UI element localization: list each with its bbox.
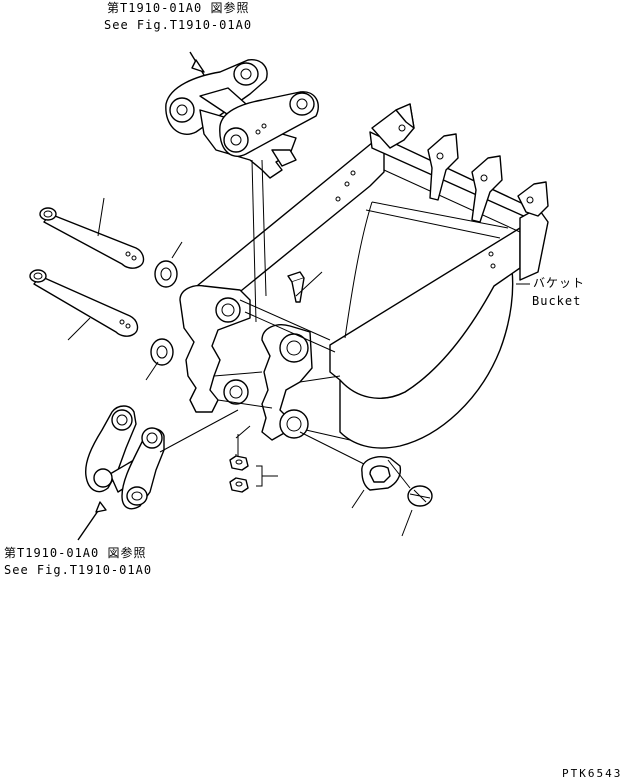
- reference-top-english: See Fig.T1910-01A0: [104, 18, 253, 32]
- bucket-teeth: [371, 103, 549, 223]
- bucket-label-japanese: バケット: [533, 276, 586, 290]
- drawing-code: PTK6543: [562, 767, 623, 780]
- keeper-plate: [407, 485, 433, 507]
- reference-bottom-japanese: 第T1910-01A0 図参照: [4, 546, 147, 560]
- pin-upper: [39, 207, 145, 269]
- reference-top-japanese: 第T1910-01A0 図参照: [107, 1, 250, 15]
- leader-lines: [67, 51, 530, 541]
- collar: [361, 456, 402, 491]
- pin-lower: [29, 269, 139, 337]
- bucket-bracket: [179, 284, 351, 441]
- tooth-4: [517, 181, 549, 217]
- reference-bottom-english: See Fig.T1910-01A0: [4, 563, 153, 577]
- bolt: [287, 271, 305, 303]
- nut-lower: [229, 477, 249, 493]
- bucket: [191, 131, 549, 449]
- link-top: [165, 59, 319, 179]
- link-bottom: [85, 405, 165, 510]
- tooth-1: [371, 103, 415, 149]
- nut-upper: [229, 455, 249, 471]
- shim-upper: [154, 260, 178, 288]
- shim-lower: [150, 338, 174, 366]
- bucket-label-english: Bucket: [532, 294, 582, 308]
- tooth-2: [427, 133, 459, 201]
- tooth-3: [471, 155, 503, 223]
